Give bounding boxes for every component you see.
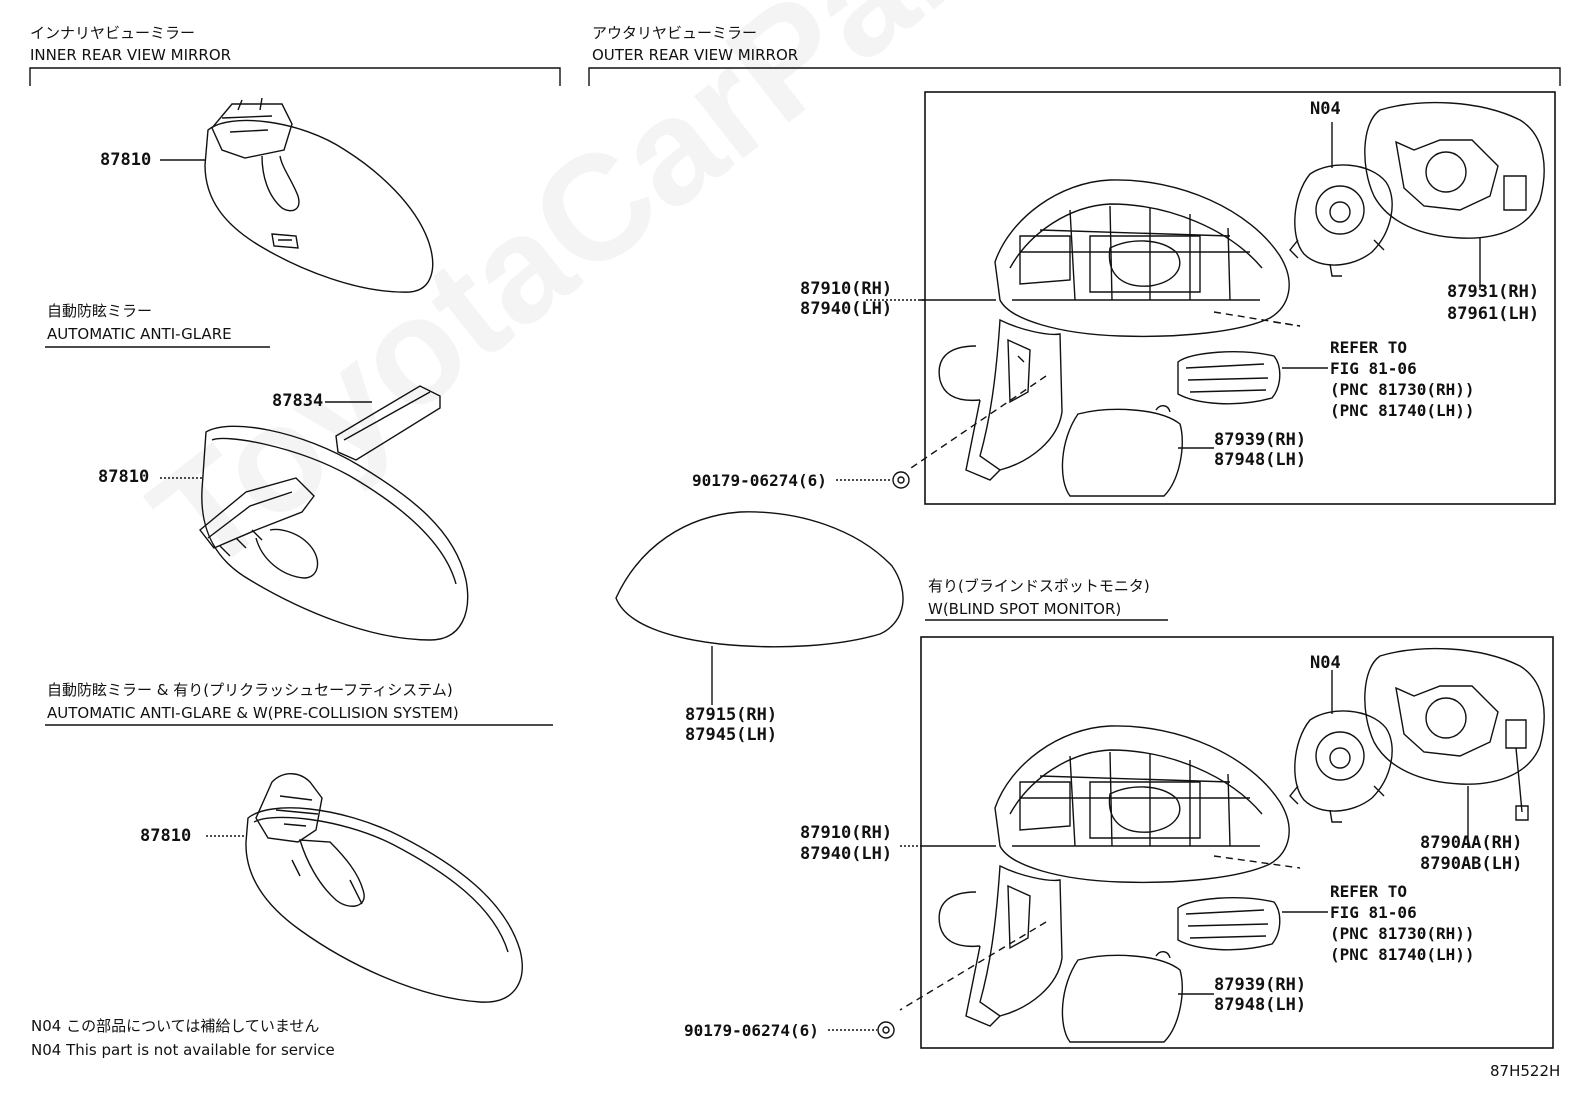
inner-mirror-2-drawing bbox=[160, 385, 469, 641]
refer-1-line-4: (PNC 81740(LH)) bbox=[1330, 401, 1475, 420]
dashed-leaders-2 bbox=[899, 855, 1301, 1011]
turn-signal-1-drawing bbox=[1061, 351, 1328, 497]
outer-mirror-assy-1-drawing bbox=[866, 179, 1290, 481]
anti-glare-title-ja: 自動防眩ミラー bbox=[47, 302, 153, 320]
part-87810-c[interactable]: 87810 bbox=[140, 826, 192, 846]
part-87910-rh-a[interactable]: 87910(RH) bbox=[800, 279, 893, 299]
part-87915-rh[interactable]: 87915(RH) bbox=[685, 705, 778, 725]
part-87939-rh-b[interactable]: 87939(RH) bbox=[1214, 975, 1307, 995]
anti-glare-pcs-title-en: AUTOMATIC ANTI-GLARE & W(PRE-COLLISION S… bbox=[47, 704, 459, 722]
outer-mirror-box bbox=[924, 91, 1556, 505]
inner-mirror-1-drawing bbox=[160, 97, 434, 293]
part-87834[interactable]: 87834 bbox=[272, 391, 324, 411]
part-87940-lh-a[interactable]: 87940(LH) bbox=[800, 299, 893, 319]
part-87945-lh[interactable]: 87945(LH) bbox=[685, 725, 778, 745]
bsm-title-en: W(BLIND SPOT MONITOR) bbox=[928, 600, 1122, 618]
outer-mirror-assy-2-drawing bbox=[900, 725, 1290, 1027]
part-87940-lh-b[interactable]: 87940(LH) bbox=[800, 844, 893, 864]
part-87939-rh-a[interactable]: 87939(RH) bbox=[1214, 430, 1307, 450]
note-en: N04 This part is not available for servi… bbox=[31, 1041, 335, 1059]
part-87931-rh[interactable]: 87931(RH) bbox=[1447, 282, 1540, 302]
screw-1-drawing bbox=[836, 471, 910, 489]
part-87910-rh-b[interactable]: 87910(RH) bbox=[800, 823, 893, 843]
part-87810-b[interactable]: 87810 bbox=[98, 467, 150, 487]
figure-code: 87H522H bbox=[1490, 1062, 1561, 1080]
part-n04-a[interactable]: N04 bbox=[1310, 99, 1341, 119]
refer-1-line-3: (PNC 81730(RH)) bbox=[1330, 380, 1475, 399]
part-87961-lh[interactable]: 87961(LH) bbox=[1447, 304, 1540, 324]
note-ja: N04 この部品については補給していません bbox=[31, 1017, 320, 1035]
bsm-title-ja: 有り(ブラインドスポットモニタ) bbox=[928, 577, 1150, 595]
inner-title-ja: インナリヤビューミラー bbox=[30, 24, 196, 42]
outer-title-ja: アウタリヤビューミラー bbox=[592, 24, 758, 42]
anti-glare-pcs-title-ja: 自動防眩ミラー & 有り(プリクラッシュセーフティシステム) bbox=[47, 681, 453, 699]
part-8790ab-lh[interactable]: 8790AB(LH) bbox=[1420, 854, 1523, 874]
part-screw-a[interactable]: 90179-06274(6) bbox=[692, 471, 827, 490]
refer-1-line-2[interactable]: FIG 81-06 bbox=[1330, 359, 1417, 378]
section-brackets bbox=[29, 67, 1561, 726]
part-87948-lh-a[interactable]: 87948(LH) bbox=[1214, 450, 1307, 470]
bsm-mirror-box bbox=[920, 636, 1554, 1049]
turn-signal-2-drawing bbox=[1061, 897, 1328, 1043]
inner-mirror-3-drawing bbox=[206, 773, 523, 1003]
part-n04-b[interactable]: N04 bbox=[1310, 653, 1341, 673]
actuator-2-drawing bbox=[1289, 670, 1393, 823]
part-87948-lh-b[interactable]: 87948(LH) bbox=[1214, 995, 1307, 1015]
outer-title-en: OUTER REAR VIEW MIRROR bbox=[592, 46, 799, 64]
part-8790aa-rh[interactable]: 8790AA(RH) bbox=[1420, 833, 1523, 853]
mirror-cap-drawing bbox=[615, 511, 904, 705]
refer-2-line-2[interactable]: FIG 81-06 bbox=[1330, 903, 1417, 922]
actuator-1-drawing bbox=[1289, 122, 1393, 277]
dashed-leaders-1 bbox=[907, 311, 1301, 471]
part-87810-a[interactable]: 87810 bbox=[100, 150, 152, 170]
inner-title-en: INNER REAR VIEW MIRROR bbox=[30, 46, 232, 64]
outer-glass-1-drawing bbox=[1364, 101, 1545, 290]
refer-2-line-1: REFER TO bbox=[1330, 882, 1408, 901]
part-screw-b[interactable]: 90179-06274(6) bbox=[684, 1021, 819, 1040]
refer-2-line-4: (PNC 81740(LH)) bbox=[1330, 945, 1475, 964]
anti-glare-title-en: AUTOMATIC ANTI-GLARE bbox=[47, 325, 232, 343]
screw-2-drawing bbox=[828, 1021, 895, 1039]
outer-glass-2-drawing bbox=[1364, 647, 1545, 848]
refer-2-line-3: (PNC 81730(RH)) bbox=[1330, 924, 1475, 943]
refer-1-line-1: REFER TO bbox=[1330, 338, 1408, 357]
